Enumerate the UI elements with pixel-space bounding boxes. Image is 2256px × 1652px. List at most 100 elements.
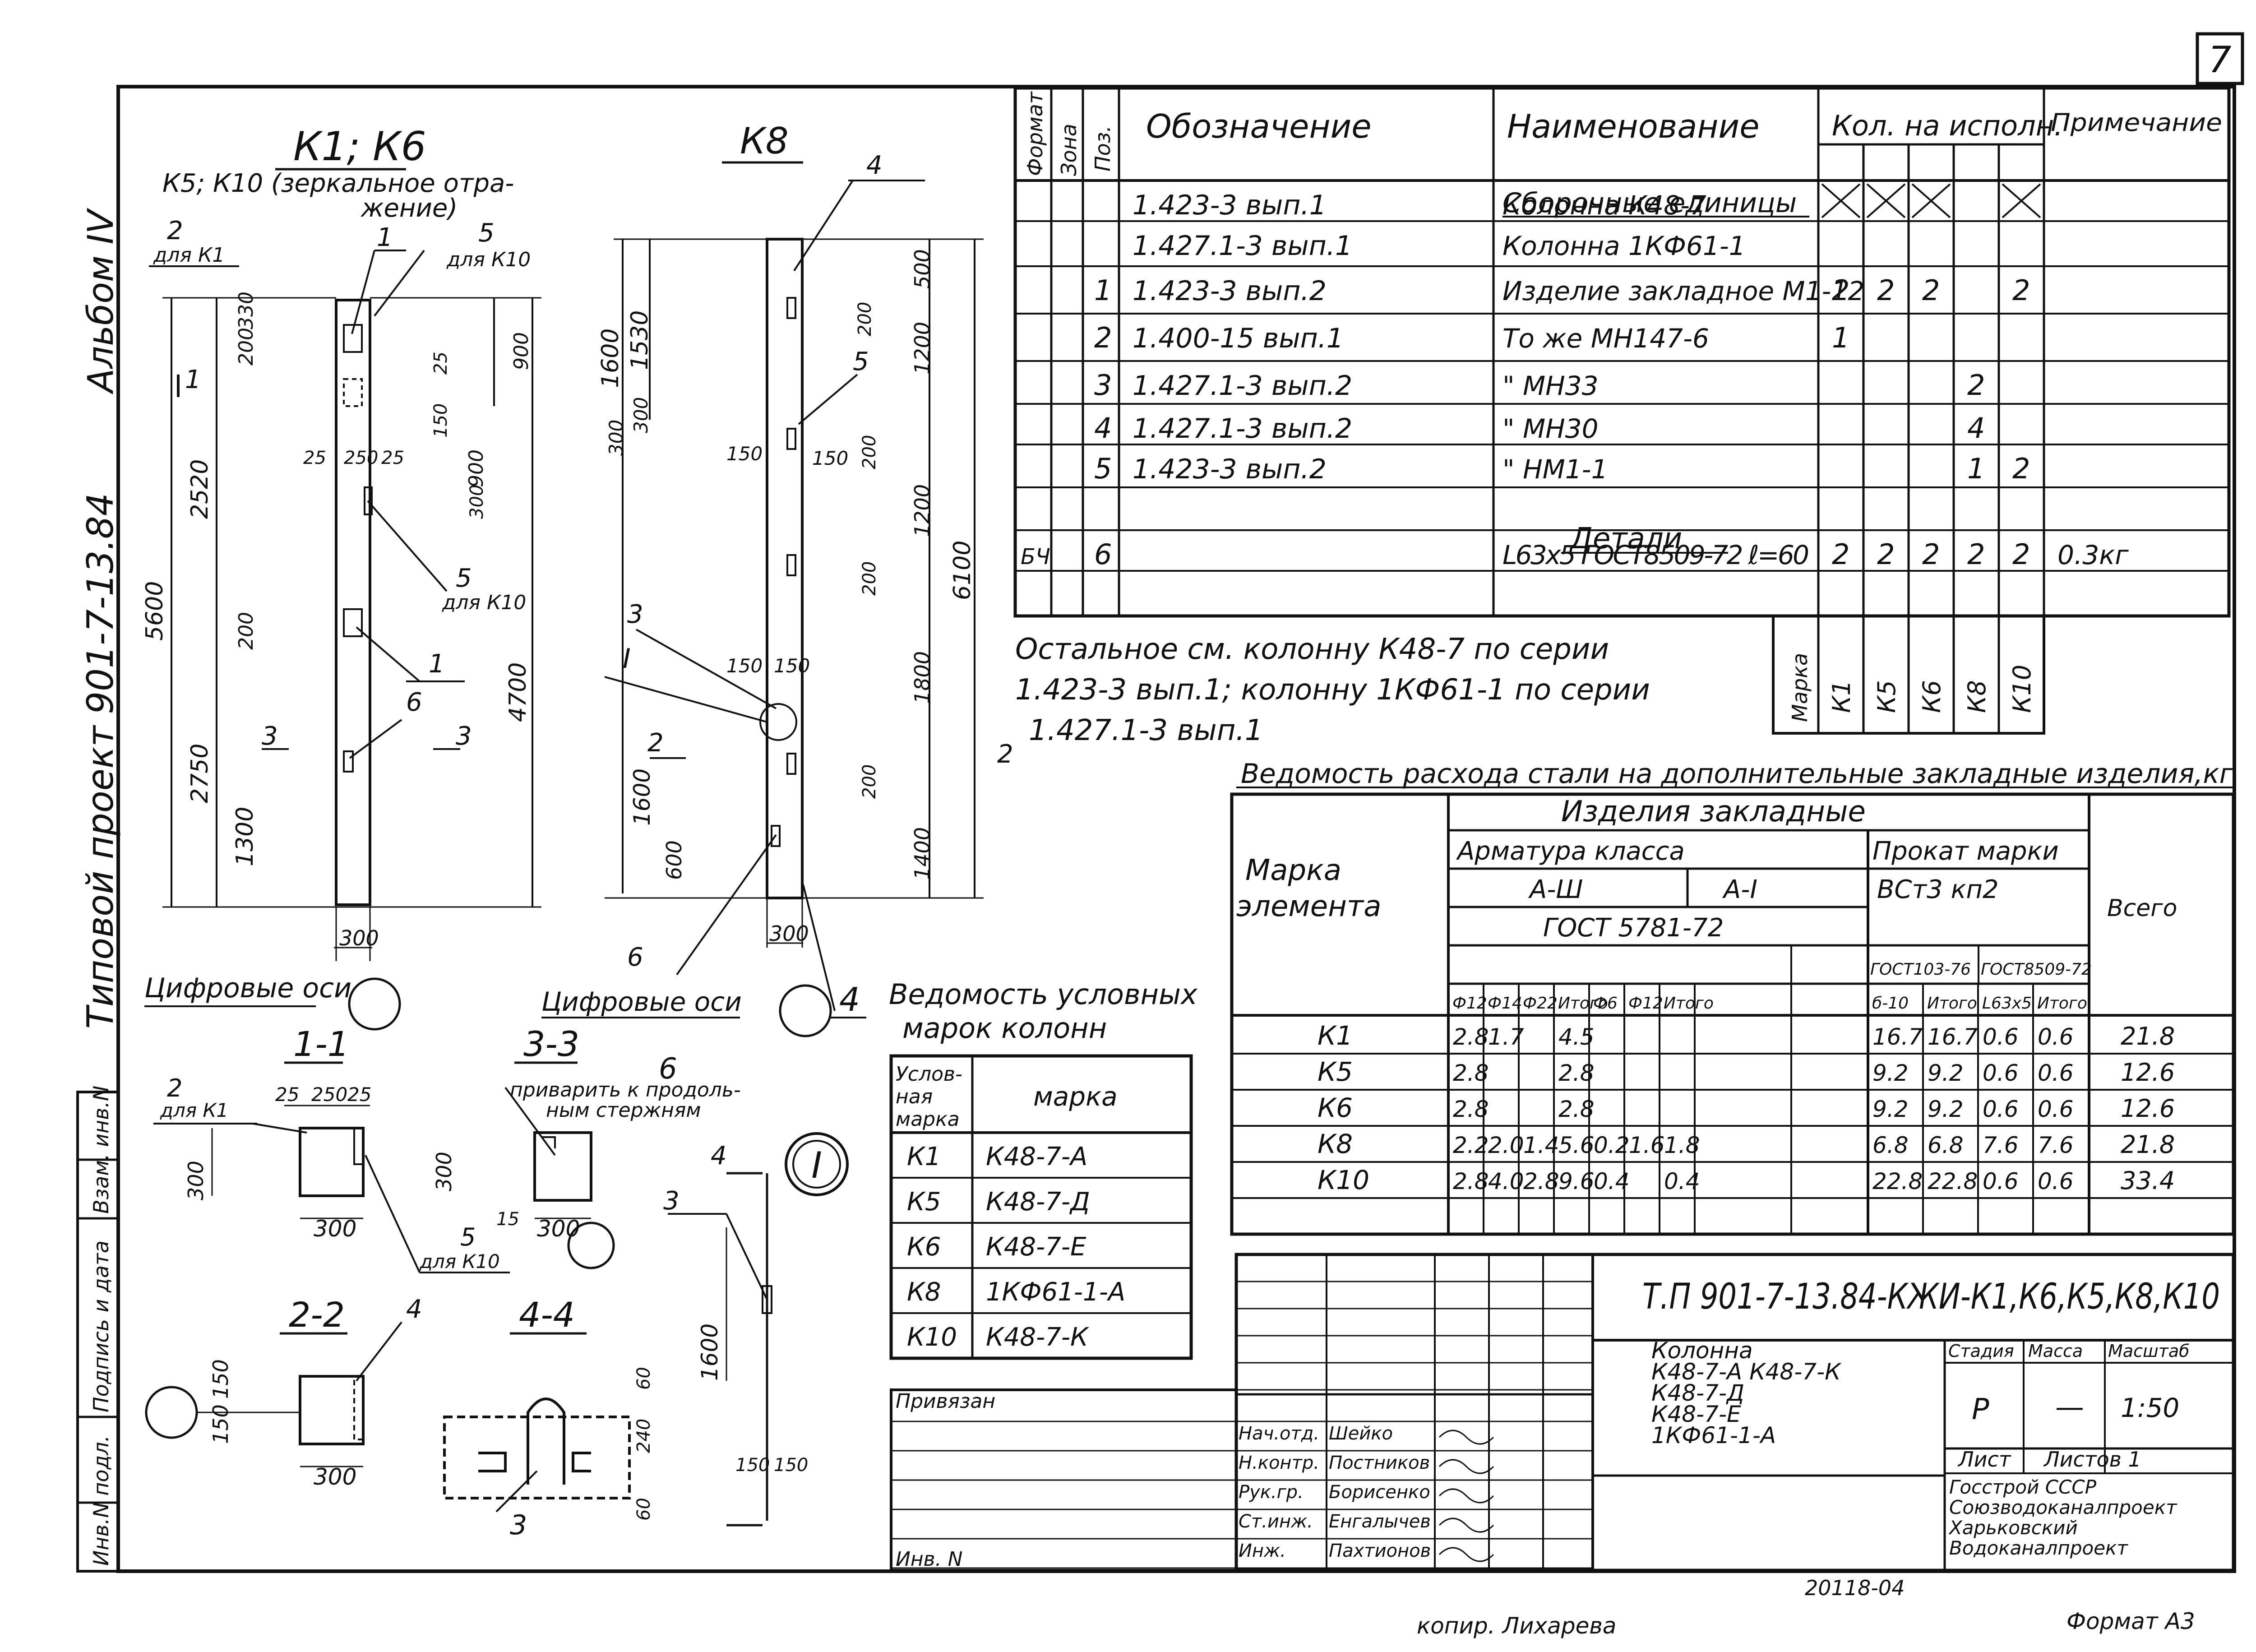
steel-cell-total: 21.8 [2121,1022,2175,1050]
spec-cell-name: L63x5 ГОСТ8509-72 ℓ=60 [1502,540,1809,570]
dim-k8-600: 600 [662,840,686,880]
dim-k8-150-c: 150 [726,655,763,677]
view-k1-title: К1; К6 [293,123,426,170]
section-1-1-title: 1-1 [293,1024,349,1064]
axis-bubble-22 [145,1386,198,1439]
spec-cell-designation: 1.423-3 вып.2 [1133,453,1327,485]
sec22-dim-300w: 300 [314,1464,356,1490]
dim-k8-200-a: 200 [855,302,875,336]
dim-900-b: 900 [465,449,488,487]
title-role: Нач.отд. [1239,1423,1319,1444]
leader-1-mid: 1 [429,649,445,679]
spec-cell-name: " МН33 [1502,370,1599,401]
spec-header-format: Формат [1023,91,1047,176]
spec-section-details: Детали [1569,522,1682,555]
title-role: Ст.инж. [1239,1511,1313,1532]
dim-150: 150 [430,403,451,438]
leader-6: 6 [406,688,422,717]
spec-cell-designation: 1.423-3 вып.2 [1133,275,1327,307]
stamp-label-replace: Взам. инв.N [89,1086,113,1214]
embed-hidden [343,378,363,407]
sec11-for-k10: для К10 [419,1250,500,1273]
title-object-line: К48-7-Д [1651,1380,1744,1406]
detail-dim-150b: 150 [774,1455,808,1476]
steel-cell-value: 2.8 [1453,1168,1489,1194]
sec33-dim-300h: 300 [432,1152,456,1191]
title-inv: Инв. N [896,1548,963,1571]
spec-cell-pos: 4 [1094,412,1112,444]
dim-250: 250 [344,448,378,468]
leader-5-mid: 5 [456,564,472,593]
sec44-dim-60a: 60 [633,1367,654,1390]
title-object-line: К48-7-Е [1651,1401,1741,1427]
embed-m1-mid [343,608,363,637]
embed-m1-top [343,324,363,353]
title-org-line: Союзводоканалпроект [1949,1496,2177,1518]
steel-gost-rebar: ГОСТ 5781-72 [1543,913,1724,943]
dim-25-a: 25 [303,448,326,468]
steel-head-rebar: Арматура класса [1456,837,1685,866]
steel-cell-value: 0.6 [2038,1024,2074,1050]
section-4-4-title: 4-4 [519,1295,575,1335]
dim-k8-300-b: 300 [605,420,627,456]
marks-head-mark: марка [1033,1081,1118,1112]
sec22-dim-150b: 150 [208,1404,233,1444]
spec-cell-designation: 1.427.1-3 вып.1 [1133,230,1352,262]
signature-mark [1438,1518,1494,1533]
steel-cell-value: 0.6 [2038,1168,2074,1194]
embed-angle [343,750,354,773]
steel-head-rolled: Прокат марки [1872,837,2059,866]
column-view-k8: К8 1600 1530 300 300 150 150 500 1200 20… [541,120,1013,1037]
signature-mark [1438,1547,1494,1562]
title-object-line: Колонна [1651,1337,1753,1364]
steel-cell-value: 16.7 [1928,1024,1978,1050]
sec11-dim-300h: 300 [184,1161,208,1200]
column-k1-body [335,299,371,906]
steel-table: Ведомость расхода стали на дополнительны… [1230,758,2235,1236]
steel-cell-value: 0.4 [1594,1168,1630,1194]
marks-title-1: Ведомость условных [889,978,1198,1011]
spec-marks-label: Марка [1788,653,1812,722]
detail-label-4: 4 [711,1141,727,1171]
steel-cell-value: 22.8 [1872,1168,1923,1194]
steel-cell-value: 2.2 [1453,1132,1489,1158]
title-sheet-head: Лист [1957,1447,2011,1472]
side-stamp: Инв.N подл. Подпись и дата Взам. инв.N А… [76,208,121,1573]
note-for-k10-mid: для К10 [442,591,526,614]
spec-mark-2: К6 [1918,680,1946,713]
steel-cell-total: 12.6 [2121,1058,2175,1087]
spec-cell-name: То же МН147-6 [1502,323,1709,354]
title-mass-head: Масса [2028,1341,2083,1361]
steel-cell-mark: К5 [1318,1056,1353,1087]
title-block: Т.П 901-7-13.84-КЖИ-К1,К6,К5,К8,К10Колон… [890,1253,2235,1572]
steel-cell-value: 9.6 [1558,1168,1595,1194]
steel-cell-value: 0.6 [2038,1096,2074,1122]
spec-cell-designation: 1.400-15 вып.1 [1133,323,1344,354]
spec-cell-pos: 3 [1094,369,1112,402]
steel-cell-mark: К10 [1318,1165,1369,1195]
dim-k8-150-b: 150 [812,447,848,469]
sec11-label-2: 2 [167,1074,182,1102]
steel-cell-value: 22.8 [1928,1168,1978,1194]
steel-cell-value: 1.8 [1664,1132,1700,1158]
steel-cell-value: 0.6 [1983,1024,2019,1050]
axis-bubble-k8 [779,984,832,1037]
title-person: Постников [1329,1453,1430,1473]
view-k8-title: К8 [740,120,789,162]
dim-k8-1400: 1400 [910,827,934,880]
steel-cell-total: 21.8 [2121,1130,2175,1159]
steel-head-elem-2: элемента [1236,890,1381,923]
marks-cell-mark: К48-7-Е [986,1232,1086,1262]
spec-cell-name: Колонна К48-7 [1502,190,1706,221]
steel-class-a1: А-I [1722,875,1757,904]
title-scale: 1:50 [2121,1393,2179,1423]
dim-330: 330 [235,292,258,329]
dim-k8-200-b: 200 [859,435,880,469]
sec11-for-k1: для К1 [160,1099,228,1121]
steel-cell-value: 0.6 [2038,1060,2074,1086]
